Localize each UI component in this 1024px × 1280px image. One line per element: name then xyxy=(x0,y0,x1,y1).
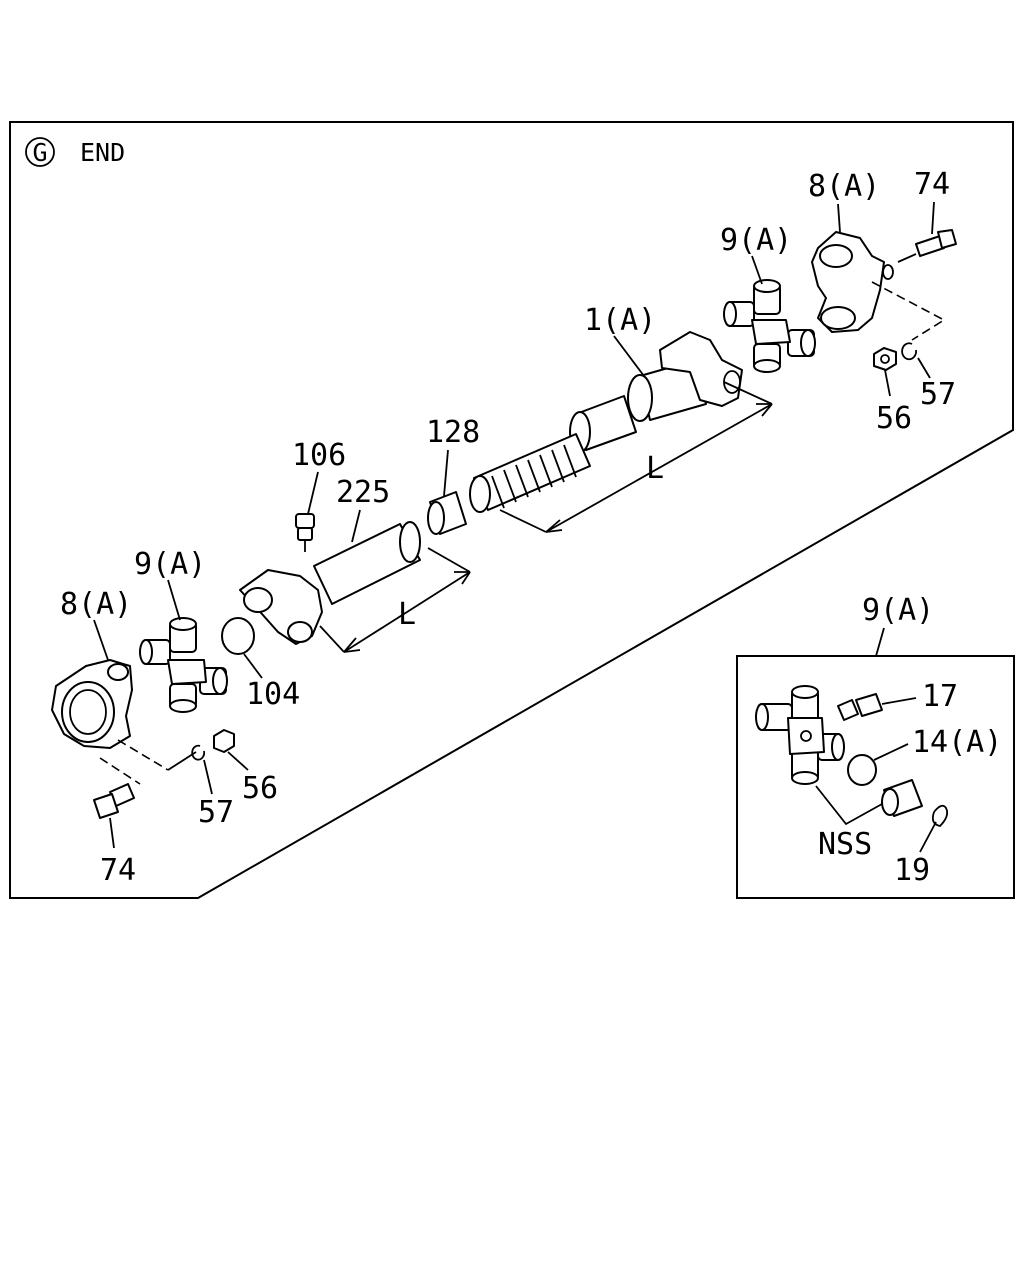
callout-106: 106 xyxy=(292,438,346,473)
grease-fitting xyxy=(295,513,315,552)
slip-yoke-shaft xyxy=(569,331,743,453)
universal-joint-left xyxy=(139,617,228,713)
inset-snap-ring xyxy=(931,804,949,827)
inset-seal-ring xyxy=(847,754,877,786)
inset-bearing-cup xyxy=(881,779,923,817)
bolt-left xyxy=(93,783,135,819)
inset-title: 9(A) xyxy=(862,593,934,628)
callout-128: 128 xyxy=(426,415,480,450)
nut-right xyxy=(873,347,897,371)
callout-56-left: 56 xyxy=(242,771,278,806)
callout-74-right: 74 xyxy=(914,167,950,202)
weld-yoke xyxy=(239,569,323,645)
universal-joint-right xyxy=(723,279,816,373)
callout-57-left: 57 xyxy=(198,795,234,830)
nut-left xyxy=(213,729,235,753)
callout-225: 225 xyxy=(336,475,390,510)
section-circle xyxy=(25,137,55,167)
seal-ring xyxy=(221,617,255,655)
inset-callout-19: 19 xyxy=(894,853,930,888)
washer-left xyxy=(191,744,206,761)
inset-callout-14a: 14(A) xyxy=(912,725,1002,760)
callout-1a: 1(A) xyxy=(584,303,656,338)
callout-l-lower: L xyxy=(398,597,416,632)
washer-right xyxy=(901,342,917,361)
main-frame xyxy=(9,121,1014,899)
callout-104: 104 xyxy=(246,677,300,712)
dimension-line-upper xyxy=(499,381,773,533)
callout-9a-right: 9(A) xyxy=(720,223,792,258)
flange-yoke-left xyxy=(51,659,133,749)
inset-grease-nipple xyxy=(837,693,883,721)
callout-8a-right: 8(A) xyxy=(808,169,880,204)
callout-74-left: 74 xyxy=(100,853,136,888)
callout-57-right: 57 xyxy=(920,377,956,412)
callout-l-upper: L xyxy=(646,451,664,486)
inset-cross-assembly xyxy=(755,685,845,785)
inset-callout-17: 17 xyxy=(922,679,958,714)
flange-yoke-right xyxy=(811,231,894,333)
section-title: END xyxy=(80,138,125,167)
inset-callout-nss: NSS xyxy=(818,827,872,862)
section-letter: G xyxy=(32,138,47,167)
splined-shaft xyxy=(469,433,591,513)
shaft-tube xyxy=(313,521,421,605)
dimension-line-lower xyxy=(319,547,471,653)
inset-frame xyxy=(736,655,1015,899)
dust-sleeve xyxy=(427,491,467,535)
callout-9a-left: 9(A) xyxy=(134,547,206,582)
bolt-right xyxy=(915,229,957,257)
callout-8a-left: 8(A) xyxy=(60,587,132,622)
callout-56-right: 56 xyxy=(876,401,912,436)
